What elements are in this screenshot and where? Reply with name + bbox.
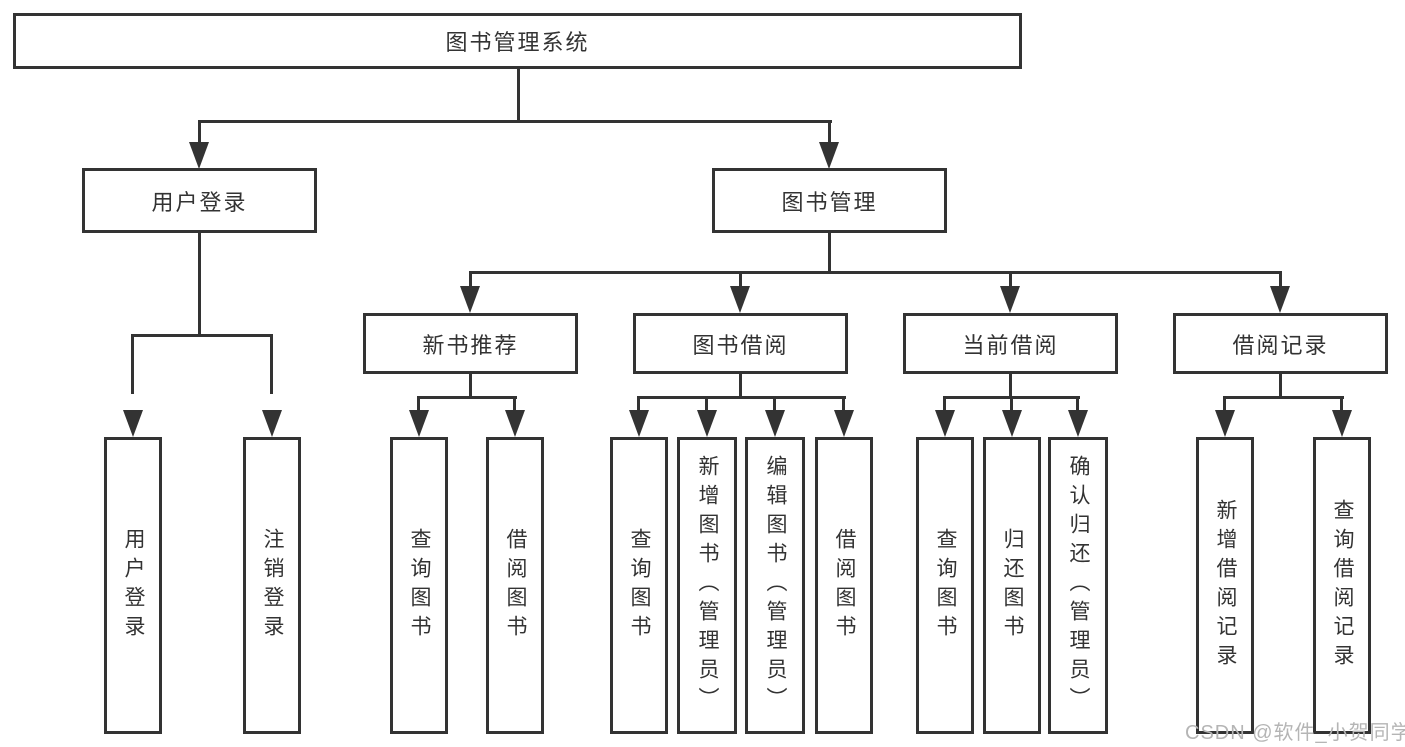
leaf-add-books-admin: 新增图书（管理员） [677,437,737,734]
arrowhead-icon [189,142,209,169]
connector-line [842,396,845,414]
connector-line [1279,374,1282,399]
connector-line [637,396,846,399]
connector-line [131,334,272,337]
arrowhead-icon [460,286,480,313]
connector-line [1076,396,1079,414]
leaf-borrow-books-recommend: 借阅图书 [486,437,544,734]
connector-line [198,120,201,146]
arrowhead-icon [1332,410,1352,437]
arrowhead-icon [697,410,717,437]
node-new-book-recommend: 新书推荐 [363,313,578,374]
arrowhead-icon [505,410,525,437]
node-borrowing-records: 借阅记录 [1173,313,1388,374]
connector-line [1340,396,1343,414]
connector-line [198,120,832,123]
connector-line [739,271,742,289]
leaf-query-books-borrowing: 查询图书 [610,437,668,734]
connector-line [469,271,472,289]
leaf-edit-books-admin: 编辑图书（管理员） [745,437,805,734]
leaf-query-books-current: 查询图书 [916,437,974,734]
connector-line [1279,271,1282,289]
arrowhead-icon [935,410,955,437]
arrowhead-icon [1000,286,1020,313]
arrowhead-icon [1068,410,1088,437]
arrowhead-icon [123,410,143,437]
leaf-return-books: 归还图书 [983,437,1041,734]
connector-line [469,271,1282,274]
arrowhead-icon [262,410,282,437]
connector-line [739,374,742,399]
arrowhead-icon [819,142,839,169]
arrowhead-icon [1002,410,1022,437]
arrowhead-icon [629,410,649,437]
arrowhead-icon [730,286,750,313]
leaf-add-borrow-record: 新增借阅记录 [1196,437,1254,734]
node-library-system: 图书管理系统 [13,13,1022,69]
leaf-logout-login: 注销登录 [243,437,301,734]
arrowhead-icon [1270,286,1290,313]
connector-line [469,374,472,399]
connector-line [131,334,134,394]
connector-line [1223,396,1226,414]
connector-line [417,396,420,414]
node-user-login: 用户登录 [82,168,317,233]
leaf-user-login: 用户登录 [104,437,162,734]
connector-line [828,120,831,146]
connector-line [270,334,273,394]
connector-line [1009,271,1012,289]
connector-line [828,231,831,274]
connector-line [513,396,516,414]
connector-line [773,396,776,414]
connector-line [1010,396,1013,414]
csdn-watermark: CSDN @软件_小贺同学 [1185,722,1405,744]
connector-line [637,396,640,414]
connector-line [943,396,946,414]
arrowhead-icon [765,410,785,437]
node-book-borrowing: 图书借阅 [633,313,848,374]
leaf-query-books-recommend: 查询图书 [390,437,448,734]
connector-line [1009,374,1012,399]
arrowhead-icon [409,410,429,437]
leaf-confirm-return-admin: 确认归还（管理员） [1048,437,1108,734]
leaf-borrow-books-borrowing: 借阅图书 [815,437,873,734]
leaf-query-borrow-record: 查询借阅记录 [1313,437,1371,734]
node-current-borrowing: 当前借阅 [903,313,1118,374]
connector-line [517,69,520,122]
connector-line [705,396,708,414]
connector-line [417,396,517,399]
arrowhead-icon [834,410,854,437]
node-book-management: 图书管理 [712,168,947,233]
arrowhead-icon [1215,410,1235,437]
connector-line [198,231,201,337]
connector-line [1223,396,1344,399]
